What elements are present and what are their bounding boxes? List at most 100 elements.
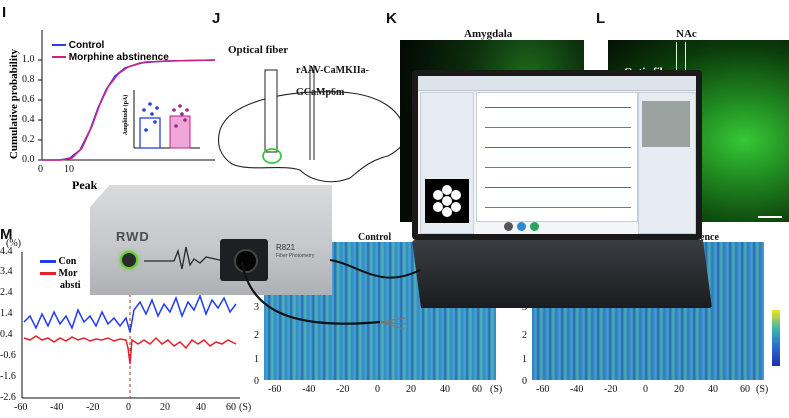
software-left-panel: [420, 92, 474, 234]
panel-i-xlabel: Peak: [72, 178, 98, 192]
legend-m-morphine: Mor: [58, 268, 78, 279]
heat-right-xunit: (S): [756, 384, 769, 395]
signal-trace: [485, 107, 631, 108]
heat-right-title: ence: [700, 232, 719, 243]
panel-i-inset-ylabel: Amplitude (pA): [123, 94, 129, 136]
heat-left-xtick: 20: [406, 384, 416, 395]
device-wave-logo: [144, 246, 224, 270]
panel-m-ytick: 1.4: [0, 308, 13, 319]
panel-m-xtick: -20: [86, 402, 100, 413]
heat-left-ytick: 3: [254, 302, 259, 313]
injection-site: [262, 148, 282, 164]
signal-trace: [485, 207, 631, 208]
panel-j-fiber-label: Optical fiber: [228, 44, 289, 56]
laptop: [412, 70, 712, 308]
legend-m-morphine-cont: absti: [60, 280, 81, 291]
fiber-core: [433, 202, 443, 212]
panel-k-label: K: [386, 10, 397, 27]
panel-i-ytick: 0.6: [22, 94, 35, 105]
camera-preview: [642, 101, 690, 147]
panel-m-ytick: 2.4: [0, 287, 13, 298]
heat-right-xtick: -40: [570, 384, 584, 395]
device-subtitle: Fiber Photometry: [276, 253, 315, 259]
nac-fiber-track: [676, 42, 686, 92]
software-toolbar: [418, 76, 696, 91]
heat-left-ytick: 0: [254, 376, 259, 387]
panel-i-ylabel: Cumulative probability: [8, 48, 20, 160]
fiber-core: [451, 190, 461, 200]
signal-trace: [485, 127, 631, 128]
heat-left-xtick: -60: [268, 384, 282, 395]
record-button[interactable]: [504, 222, 513, 231]
fiber-core: [433, 190, 443, 200]
panel-i-xtick: 0: [38, 164, 43, 175]
software-trace-area: [476, 92, 638, 222]
brain-schematic: [217, 65, 406, 183]
heat-right-xtick: -20: [604, 384, 618, 395]
panel-m-ytick: -1.6: [0, 371, 16, 382]
panel-i-legend: Control Morphine abstinence: [52, 40, 169, 64]
heat-left-ytick: 1: [254, 354, 259, 365]
panel-m-unit: (%): [6, 238, 21, 249]
stop-button[interactable]: [530, 222, 539, 231]
panel-i-chart: [38, 30, 216, 161]
heat-left-xtick: -20: [336, 384, 350, 395]
colorbar: [772, 310, 780, 366]
heat-right-xtick: 40: [708, 384, 718, 395]
device-power-button[interactable]: [120, 251, 138, 269]
panel-k-title: Amygdala: [464, 28, 513, 40]
panel-m-xtick: 20: [160, 402, 170, 413]
panel-i-ytick: 0.2: [22, 134, 35, 145]
laptop-base: [412, 240, 712, 308]
heat-left-xtick: 60: [472, 384, 482, 395]
fiber-core-center: [442, 196, 452, 206]
panel-m-xtick: -40: [50, 402, 64, 413]
panel-i-ytick: 0.0: [22, 154, 35, 165]
panel-m-ytick: -0.6: [0, 350, 16, 361]
heat-right-ytick: 0: [522, 376, 527, 387]
panel-m-ytick: -2.6: [0, 392, 16, 403]
panel-j-virus-label: rAAV-CaMKIIa- GCaMp6m: [296, 60, 369, 104]
panel-m-ytick: 0.4: [0, 329, 13, 340]
heat-right-xtick: 60: [740, 384, 750, 395]
signal-trace: [485, 167, 631, 168]
panel-j-virus-line2: GCaMp6m: [296, 87, 345, 98]
fiber-core: [451, 202, 461, 212]
panel-i-ytick: 0.4: [22, 114, 35, 125]
panel-j-virus-line1: rAAV-CaMKIIa-: [296, 65, 369, 76]
fiber-core: [442, 185, 452, 195]
panel-l-title: NAc: [676, 28, 697, 40]
heat-right-xtick: -60: [536, 384, 550, 395]
device-model: R821: [276, 243, 296, 252]
panel-j-label: J: [212, 10, 221, 27]
cdf-morphine-line: [42, 59, 216, 161]
panel-i-ytick: 0.8: [22, 74, 35, 85]
panel-m-xtick: 0: [126, 402, 131, 413]
cables: [240, 259, 421, 330]
inset-bar-morphine: [169, 115, 191, 149]
inset-bar-control: [139, 117, 161, 149]
panel-m-ytick: 4.4: [0, 246, 13, 257]
fiber-port[interactable]: [234, 249, 258, 273]
play-button[interactable]: [517, 222, 526, 231]
laptop-screen: [412, 70, 702, 240]
panel-i-ytick: 1.0: [22, 54, 35, 65]
signal-trace: [485, 187, 631, 188]
heat-right-ytick: 1: [522, 354, 527, 365]
signal-trace: [485, 147, 631, 148]
software-bottom-buttons: [504, 222, 544, 232]
panel-m-xtick: -60: [14, 402, 28, 413]
trace-control: [23, 293, 237, 333]
legend-control: Control: [68, 40, 105, 51]
legend-m-control: Con: [58, 256, 77, 267]
device-brand: RWD: [116, 229, 150, 244]
legend-morphine: Morphine abstinence: [68, 52, 169, 63]
trace-morphine: [23, 335, 237, 365]
panel-m-legend: Con Mor absti: [40, 256, 81, 292]
fiber-bundle-view: [425, 179, 469, 223]
panel-l-label: L: [596, 10, 606, 27]
scale-bar: [758, 216, 782, 218]
heat-left-xtick: 40: [440, 384, 450, 395]
software-window: [418, 76, 696, 234]
panel-m-xtick: 60: [226, 402, 236, 413]
